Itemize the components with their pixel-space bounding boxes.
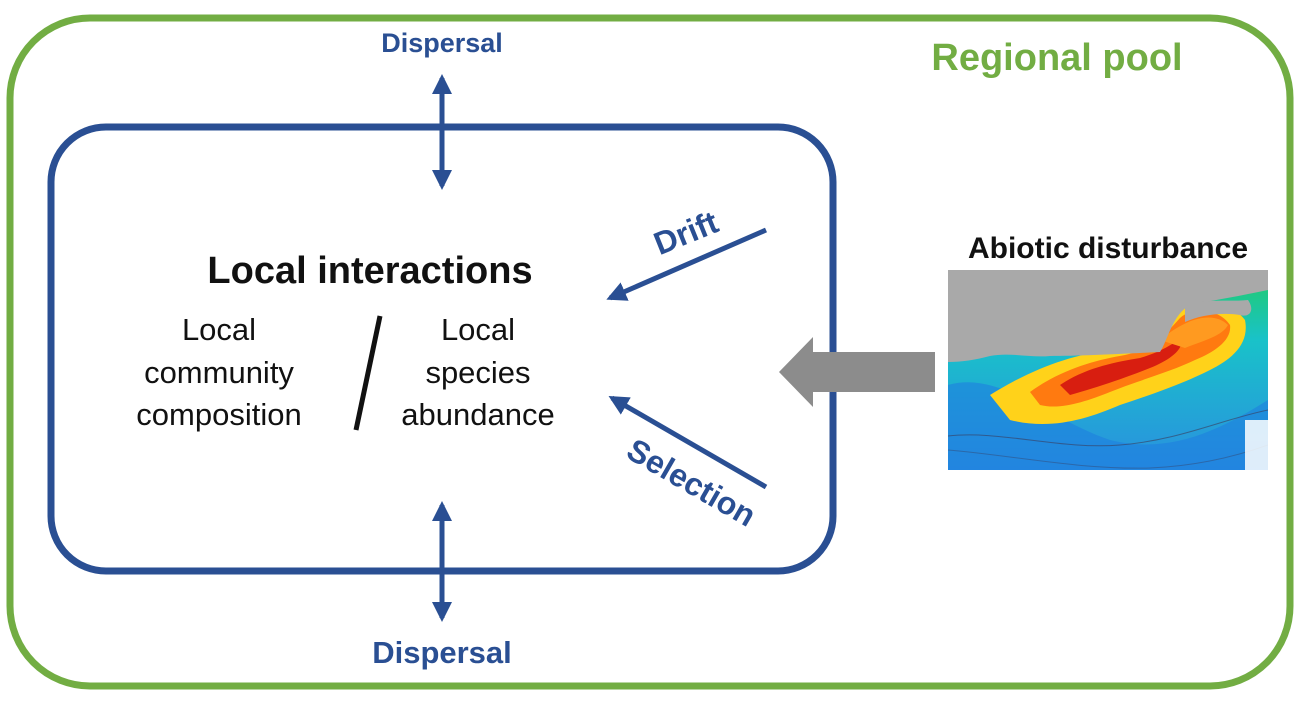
left-text-line-2: community — [144, 355, 294, 390]
abiotic-disturbance-label: Abiotic disturbance — [968, 232, 1248, 265]
selection-arrow — [608, 395, 768, 490]
right-text-line-3: abundance — [401, 397, 554, 432]
regional-pool-label: Regional pool — [931, 37, 1182, 79]
dispersal-bottom-label: Dispersal — [372, 635, 512, 670]
right-text-line-1: Local — [441, 312, 515, 347]
disturbance-arrow — [779, 337, 935, 407]
left-text-line-3: composition — [136, 397, 301, 432]
left-text-line-1: Local — [182, 312, 256, 347]
drift-arrow — [606, 227, 767, 301]
dispersal-top-label: Dispersal — [381, 28, 503, 58]
right-text-line-2: species — [425, 355, 530, 390]
disturbance-map — [948, 270, 1268, 470]
slash-divider — [353, 315, 383, 431]
local-interactions-title: Local interactions — [207, 250, 532, 292]
regional-pool-box — [6, 14, 1294, 690]
